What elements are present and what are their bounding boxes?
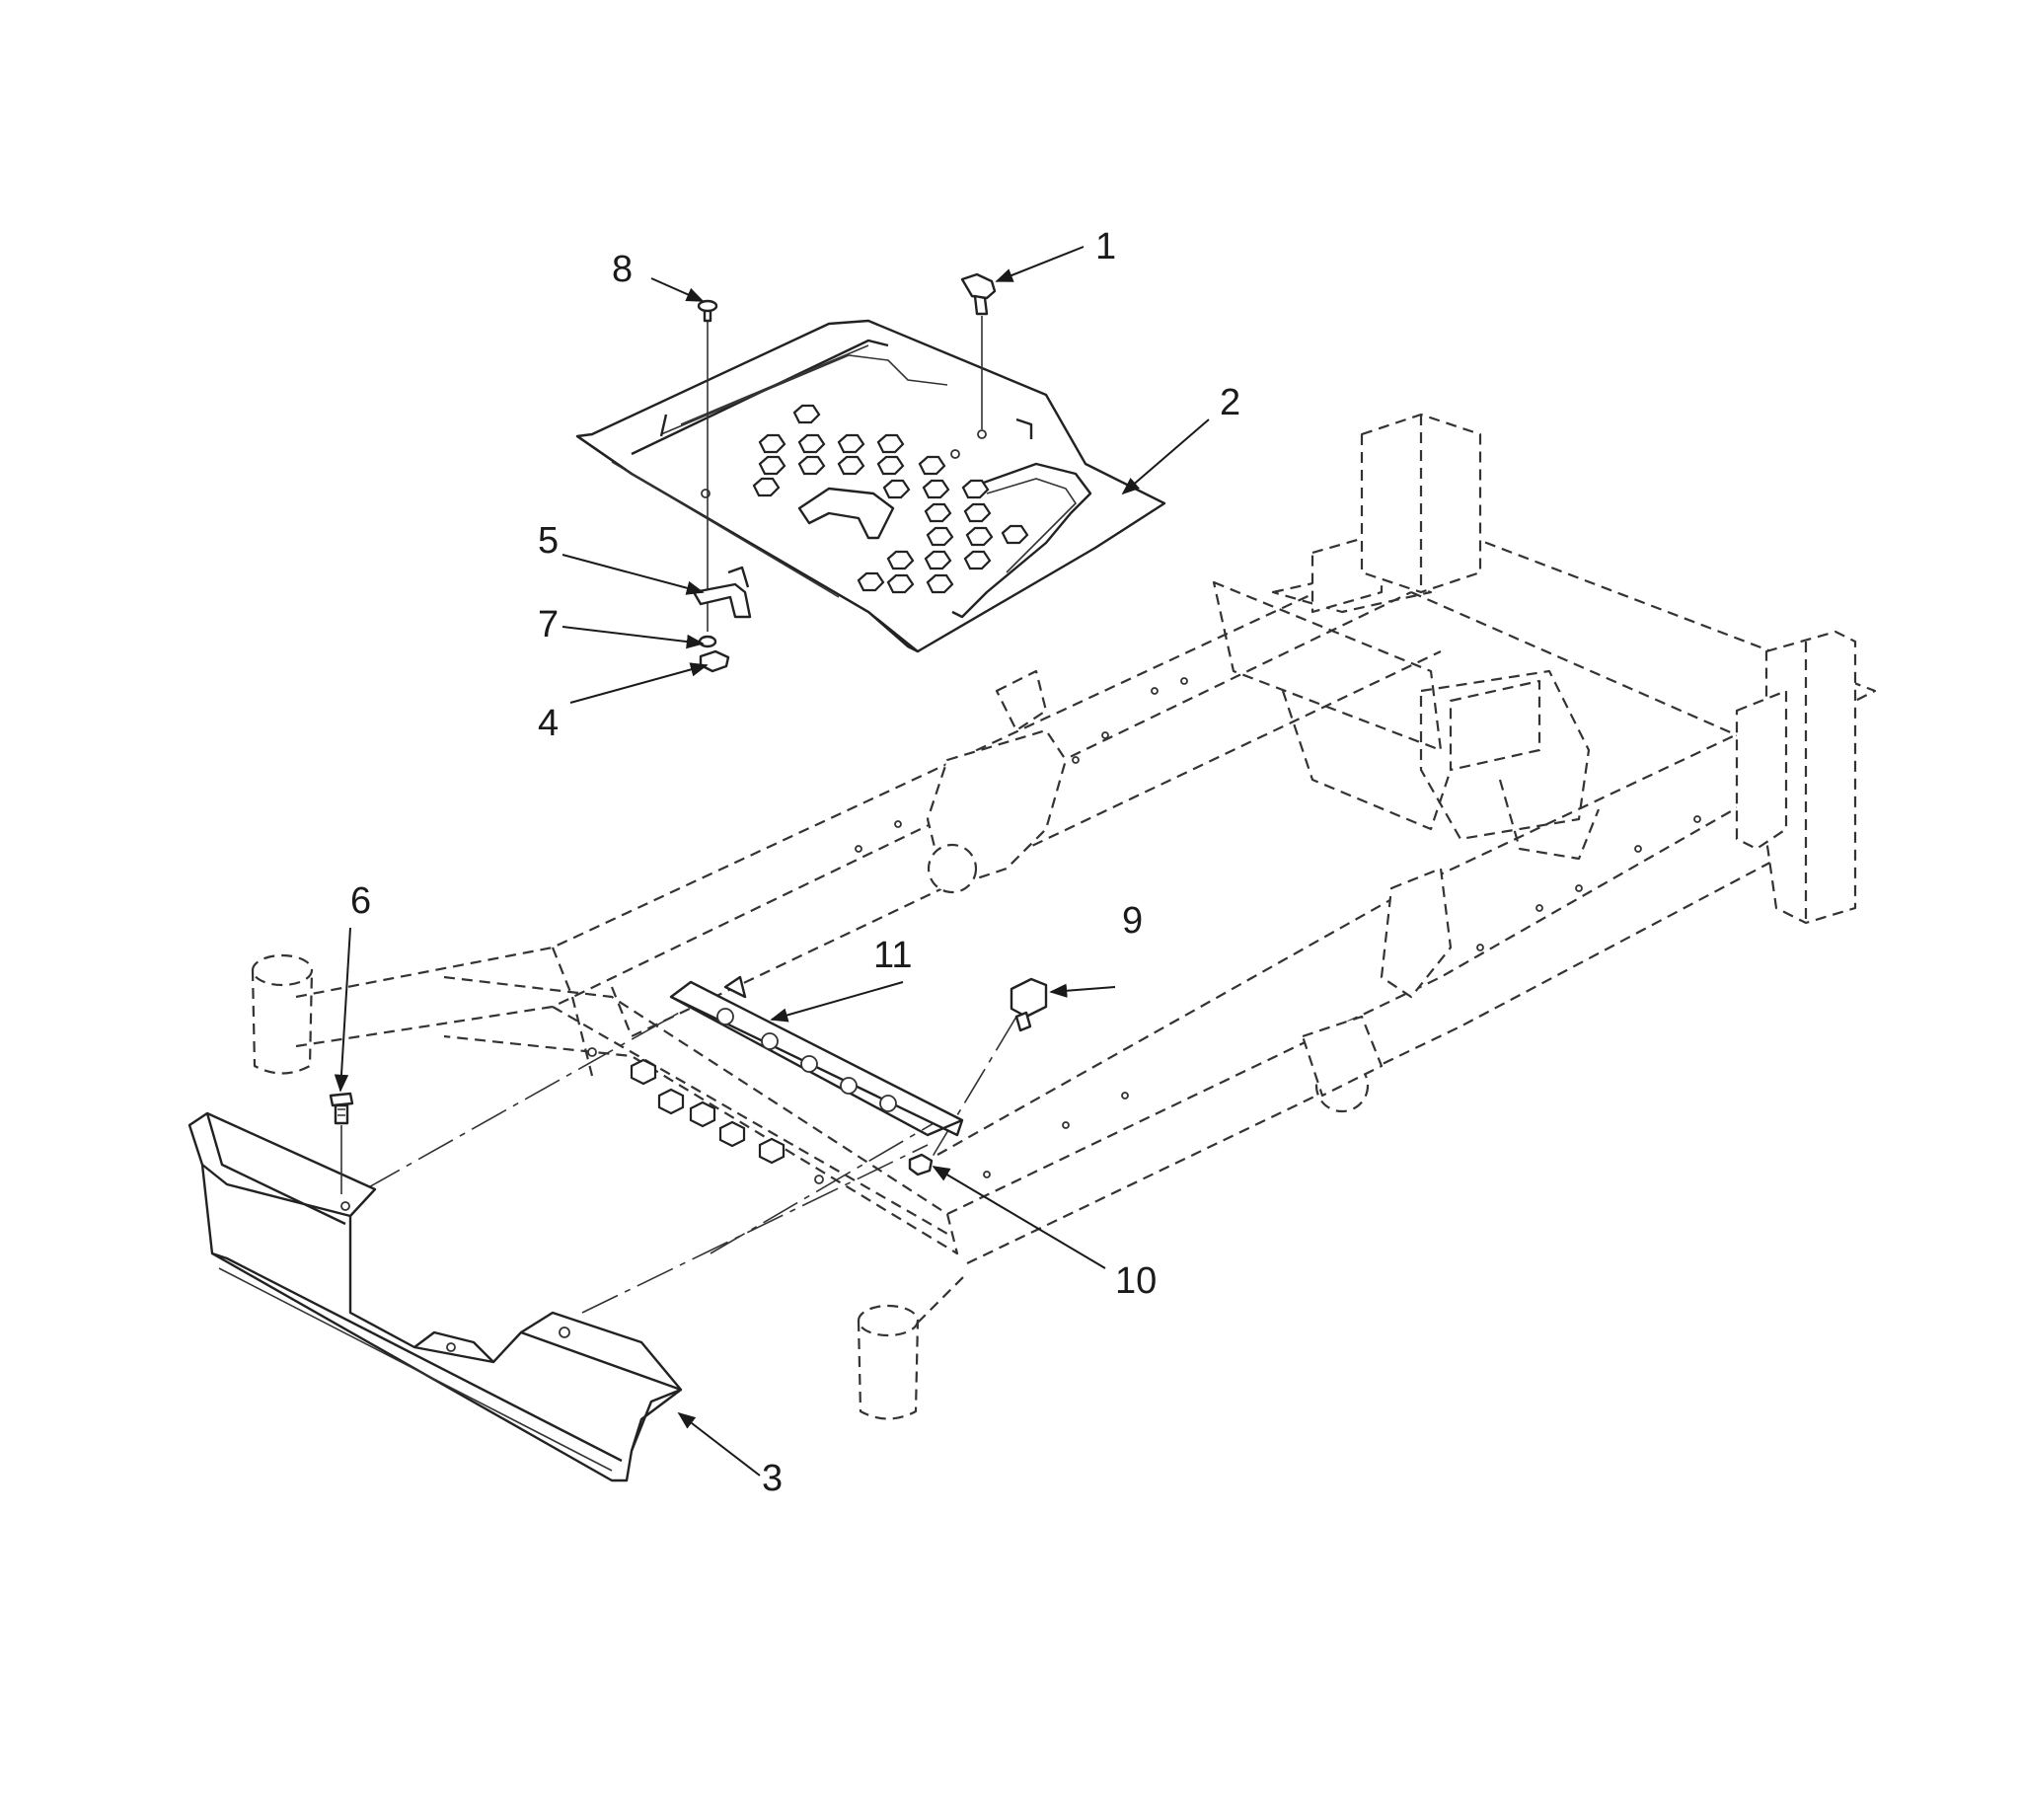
callout-2: 2 (1220, 382, 1240, 423)
callout-3: 3 (762, 1458, 783, 1499)
callout-8: 8 (612, 249, 633, 290)
part-7-washer (698, 635, 717, 648)
callout-6: 6 (350, 880, 371, 922)
part-5-clip (692, 566, 752, 619)
callout-7: 7 (538, 604, 559, 645)
part-2-floor-pan (575, 319, 1166, 653)
tractor-frame (251, 413, 1877, 1420)
callout-5: 5 (538, 520, 559, 562)
callout-10: 10 (1115, 1260, 1157, 1302)
frame-hex-nuts (630, 1058, 786, 1165)
part-6-screw (329, 1092, 354, 1194)
part-4-nut (699, 649, 730, 673)
callout-1: 1 (1095, 226, 1116, 267)
callout-4: 4 (538, 703, 559, 744)
leader-lines (334, 246, 1210, 1477)
caster-tube-right (857, 1272, 968, 1420)
part-11-bracket-strip (669, 975, 964, 1137)
part-3-foot-guard-panel (187, 1111, 683, 1482)
part-8-screw (697, 299, 718, 632)
callout-labels: 1 2 3 4 5 6 7 8 9 10 11 (350, 226, 1240, 1499)
part-10-nut (908, 1153, 934, 1176)
callout-9: 9 (1122, 900, 1143, 942)
floor-pan-grip-pads (752, 404, 1029, 594)
part-9-bumper (1010, 977, 1048, 1032)
frame-holes (587, 677, 1701, 1184)
part-1-fastener-knob (960, 272, 997, 429)
callout-11: 11 (873, 935, 912, 976)
caster-tube-left (251, 953, 314, 1075)
